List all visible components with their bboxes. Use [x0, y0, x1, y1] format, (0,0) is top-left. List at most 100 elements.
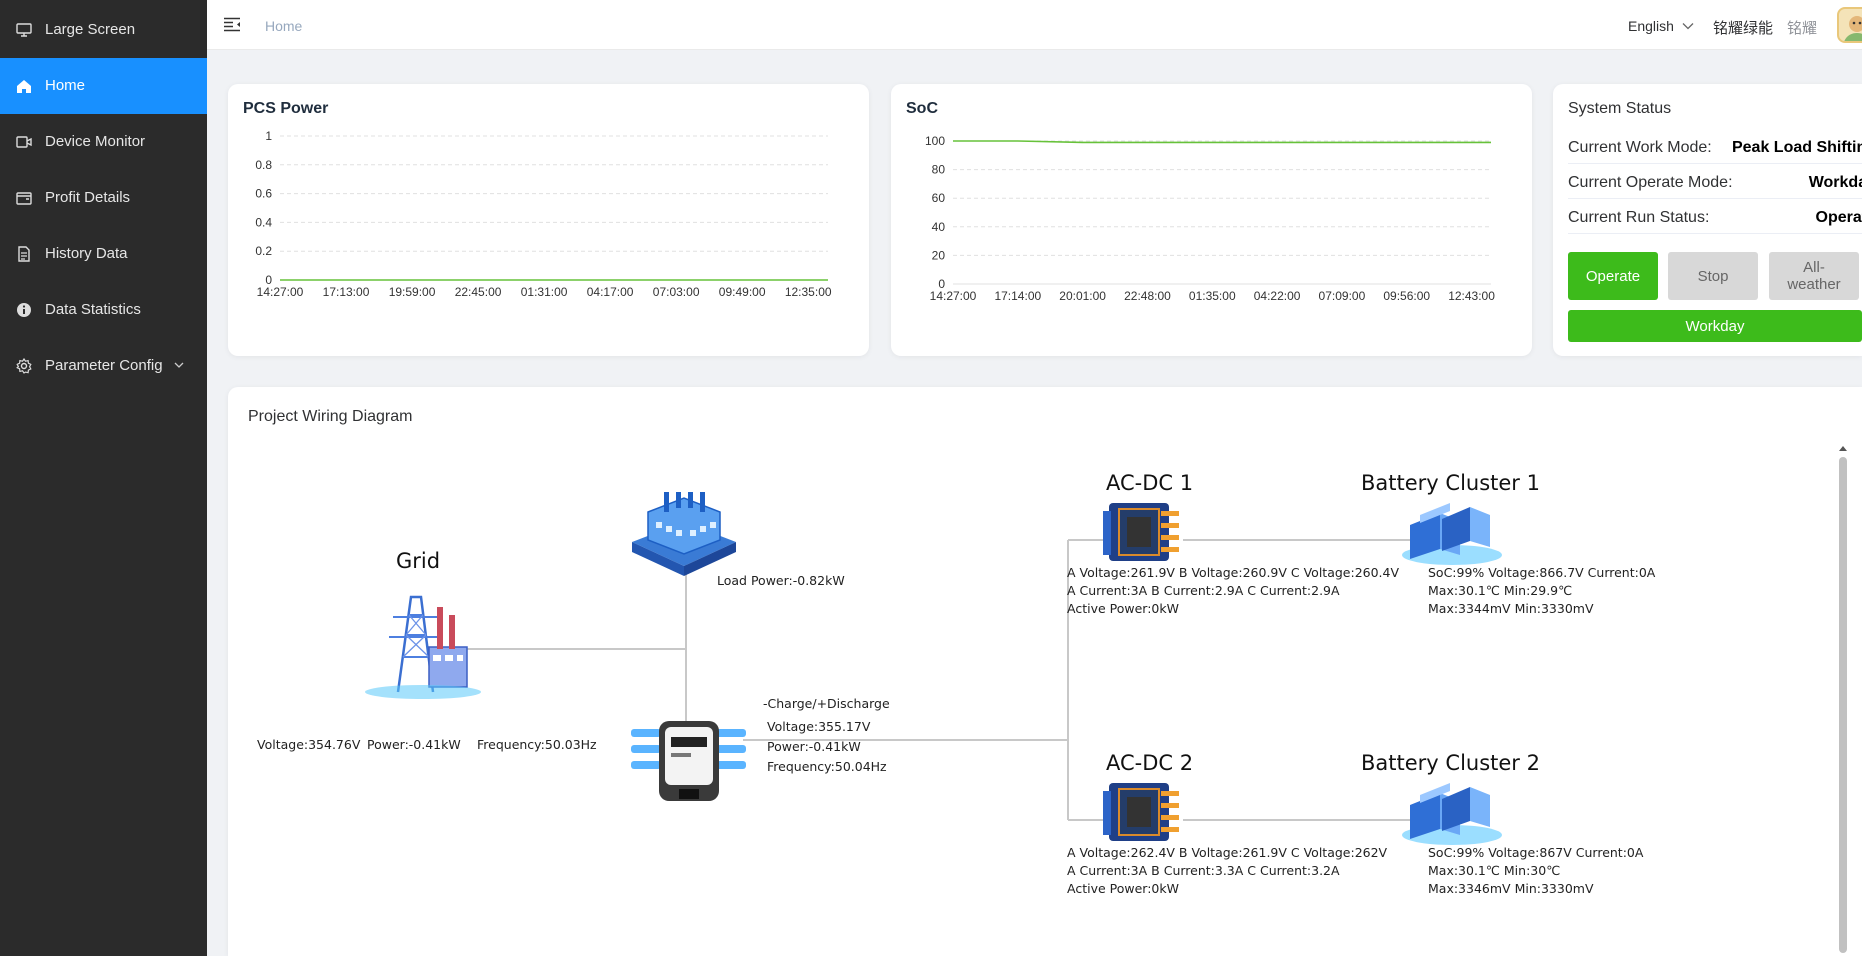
- wiring-lines: [458, 539, 1413, 821]
- sidebar-item-label: Large Screen: [45, 21, 136, 38]
- factory-load-icon[interactable]: [624, 492, 744, 578]
- acdc1-active-power: Active Power:0kW: [1067, 601, 1179, 616]
- grid-tower-icon[interactable]: [363, 587, 483, 699]
- acdc1-voltage: A Voltage:261.9V B Voltage:260.9V C Volt…: [1067, 565, 1400, 580]
- operate-mode-row: Current Operate Mode: Workday: [1568, 169, 1862, 199]
- acdc1-converter-icon[interactable]: [1103, 497, 1185, 567]
- pcs-power-x-tick-label: 04:17:00: [587, 285, 634, 299]
- language-select[interactable]: English: [1628, 18, 1694, 34]
- pcs-power-y-tick-label: 0.2: [255, 244, 272, 258]
- grid-frequency: Frequency:50.03Hz: [477, 737, 597, 752]
- sidebar-item-label: Profit Details: [45, 189, 131, 206]
- stop-button[interactable]: Stop: [1668, 252, 1758, 300]
- battery2-label: Battery Cluster 2: [1361, 751, 1540, 775]
- menu-toggle-icon[interactable]: [223, 17, 241, 32]
- pcs-power-y-tick-label: 0.6: [255, 187, 272, 201]
- sidebar-item-label: Data Statistics: [45, 301, 141, 318]
- sidebar-item-device-monitor[interactable]: Device Monitor: [0, 114, 207, 170]
- work-mode-row: Current Work Mode: Peak Load Shifting: [1568, 134, 1862, 164]
- all-weather-button[interactable]: All-weather: [1769, 252, 1859, 300]
- diagram-title: Project Wiring Diagram: [248, 408, 413, 425]
- battery2-cell-voltage: Max:3346mV Min:3330mV: [1428, 881, 1594, 896]
- soc-x-tick-label: 17:14:00: [994, 289, 1041, 303]
- camera-icon: [16, 136, 32, 148]
- pcs-power-x-tick-label: 07:03:00: [653, 285, 700, 299]
- operate-mode-label: Current Operate Mode:: [1568, 174, 1733, 191]
- soc-x-tick-label: 14:27:00: [930, 289, 977, 303]
- sidebar: Large Screen Home Device Monitor Profit …: [0, 0, 207, 956]
- wallet-icon: [16, 192, 32, 205]
- pcs-power-x-tick-label: 22:45:00: [455, 285, 502, 299]
- soc-y-tick-label: 60: [932, 191, 946, 205]
- battery1-soc: SoC:99% Voltage:866.7V Current:0A: [1428, 565, 1656, 580]
- sidebar-item-label: History Data: [45, 245, 128, 262]
- sidebar-item-history-data[interactable]: History Data: [0, 226, 207, 282]
- soc-title: SoC: [906, 100, 938, 117]
- grid-voltage: Voltage:354.76V: [257, 737, 361, 752]
- sidebar-item-home[interactable]: Home: [0, 58, 207, 114]
- soc-x-tick-label: 20:01:00: [1059, 289, 1106, 303]
- sidebar-item-parameter-config[interactable]: Parameter Config: [0, 338, 207, 394]
- language-label: English: [1628, 18, 1674, 34]
- operate-mode-value: Workday: [1808, 174, 1862, 191]
- pcs-power-x-tick-label: 01:31:00: [521, 285, 568, 299]
- soc-x-tick-label: 09:56:00: [1383, 289, 1430, 303]
- soc-x-tick-label: 04:22:00: [1254, 289, 1301, 303]
- grid-power: Power:-0.41kW: [367, 737, 461, 752]
- document-icon: [18, 246, 30, 262]
- run-status-label: Current Run Status:: [1568, 209, 1710, 226]
- meter-direction-note: -Charge/+Discharge: [763, 696, 890, 711]
- energy-meter-icon[interactable]: [631, 719, 746, 805]
- workday-button[interactable]: Workday: [1568, 310, 1862, 342]
- pcs-power-y-tick-label: 0.8: [255, 158, 272, 172]
- sidebar-item-large-screen[interactable]: Large Screen: [0, 2, 207, 58]
- load-power: Load Power:-0.82kW: [717, 573, 845, 588]
- soc-y-tick-label: 0: [938, 277, 945, 291]
- system-status-title: System Status: [1568, 100, 1672, 117]
- acdc2-voltage: A Voltage:262.4V B Voltage:261.9V C Volt…: [1067, 845, 1388, 860]
- avatar-image-icon: [1844, 16, 1862, 41]
- run-status-value: Operate: [1815, 209, 1862, 226]
- user-name[interactable]: 铭耀: [1787, 20, 1818, 37]
- pcs-power-x-tick-label: 17:13:00: [323, 285, 370, 299]
- pcs-power-y-tick-label: 0.4: [255, 215, 272, 229]
- acdc2-label: AC-DC 2: [1106, 751, 1194, 775]
- sidebar-item-data-statistics[interactable]: Data Statistics: [0, 282, 207, 338]
- battery1-cell-voltage: Max:3344mV Min:3330mV: [1428, 601, 1594, 616]
- sidebar-item-label: Device Monitor: [45, 133, 146, 150]
- soc-x-tick-label: 01:35:00: [1189, 289, 1236, 303]
- acdc2-active-power: Active Power:0kW: [1067, 881, 1179, 896]
- sidebar-item-profit-details[interactable]: Profit Details: [0, 170, 207, 226]
- battery1-temperature: Max:30.1℃ Min:29.9℃: [1428, 583, 1573, 598]
- operate-button[interactable]: Operate: [1568, 252, 1658, 300]
- pcs-power-y-tick-label: 0: [265, 273, 272, 287]
- wiring-diagram-card: Project Wiring Diagram Grid: [228, 387, 1862, 956]
- meter-power: Power:-0.41kW: [767, 739, 861, 754]
- pcs-power-x-tick-label: 19:59:00: [389, 285, 436, 299]
- soc-y-tick-label: 20: [932, 248, 946, 262]
- battery2-icon[interactable]: [1400, 775, 1504, 847]
- breadcrumb[interactable]: Home: [265, 18, 303, 34]
- chevron-down-icon: [174, 362, 184, 368]
- sidebar-item-label: Home: [45, 77, 86, 94]
- battery2-soc: SoC:99% Voltage:867V Current:0A: [1428, 845, 1644, 860]
- acdc2-converter-icon[interactable]: [1103, 777, 1185, 847]
- info-icon: [17, 303, 31, 317]
- soc-y-tick-label: 40: [932, 220, 946, 234]
- battery1-label: Battery Cluster 1: [1361, 471, 1540, 495]
- pcs-power-x-tick-label: 09:49:00: [719, 285, 766, 299]
- soc-y-tick-label: 100: [925, 134, 945, 148]
- meter-frequency: Frequency:50.04Hz: [767, 759, 887, 774]
- sidebar-item-label: Parameter Config: [45, 357, 163, 374]
- avatar[interactable]: [1837, 7, 1862, 43]
- pcs-power-y-tick-label: 1: [265, 129, 272, 143]
- diagram-scrollbar[interactable]: [1837, 443, 1849, 953]
- battery1-icon[interactable]: [1400, 495, 1504, 567]
- system-status-card: System Status Current Work Mode: Peak Lo…: [1553, 84, 1862, 356]
- grid-label: Grid: [396, 549, 441, 573]
